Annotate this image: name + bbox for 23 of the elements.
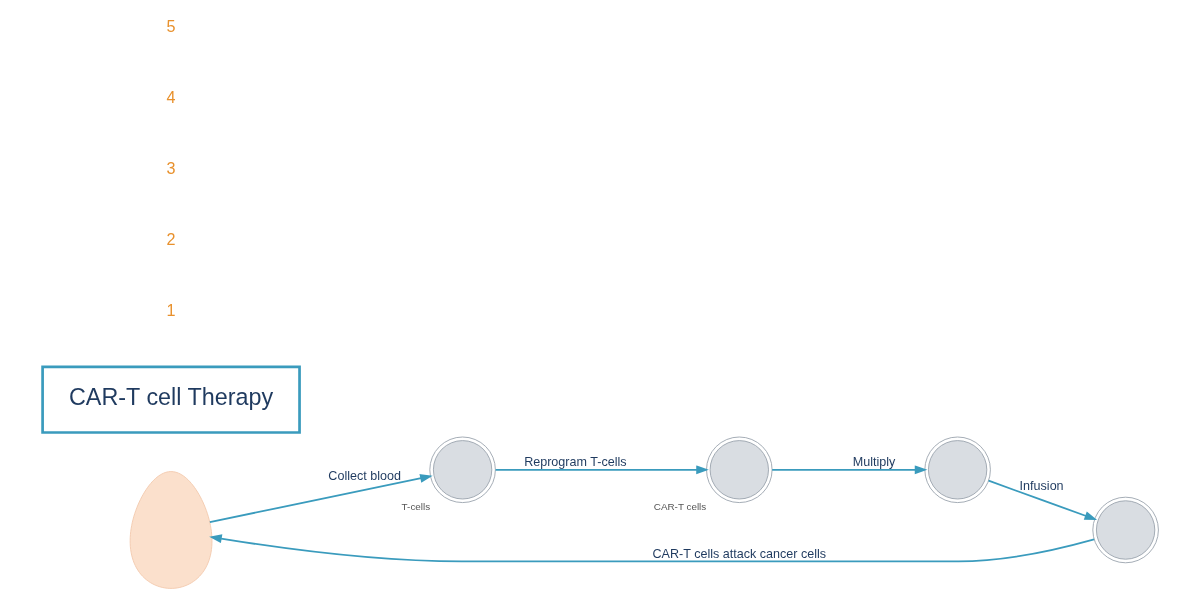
- label: 5: [166, 16, 176, 35]
- label: 4: [166, 87, 176, 106]
- label: 2: [166, 229, 176, 248]
- node-person: [129, 471, 212, 589]
- edge-label: Infusion: [1019, 478, 1064, 493]
- arrow: [208, 534, 1095, 563]
- edge-label: CAR-T cells attack cancer cells: [652, 547, 826, 562]
- arrow: [208, 474, 433, 523]
- node-box: CAR-T cell Therapy: [40, 365, 301, 434]
- label: 1: [166, 300, 176, 319]
- node-picture: [428, 436, 496, 504]
- node-picture: [923, 436, 991, 504]
- arrow: [770, 465, 927, 475]
- node-label: CAR-T cells: [653, 501, 706, 513]
- edge-label: Collect blood: [327, 468, 401, 483]
- node-picture: [705, 436, 773, 504]
- node-label: T-cells: [401, 501, 430, 513]
- edge-label: Reprogram T-cells: [523, 455, 627, 470]
- label: 3: [166, 158, 176, 177]
- arrow: [987, 479, 1097, 520]
- edge-label: Multiply: [852, 455, 895, 470]
- arrow: [494, 465, 709, 475]
- node-picture: [1091, 496, 1159, 564]
